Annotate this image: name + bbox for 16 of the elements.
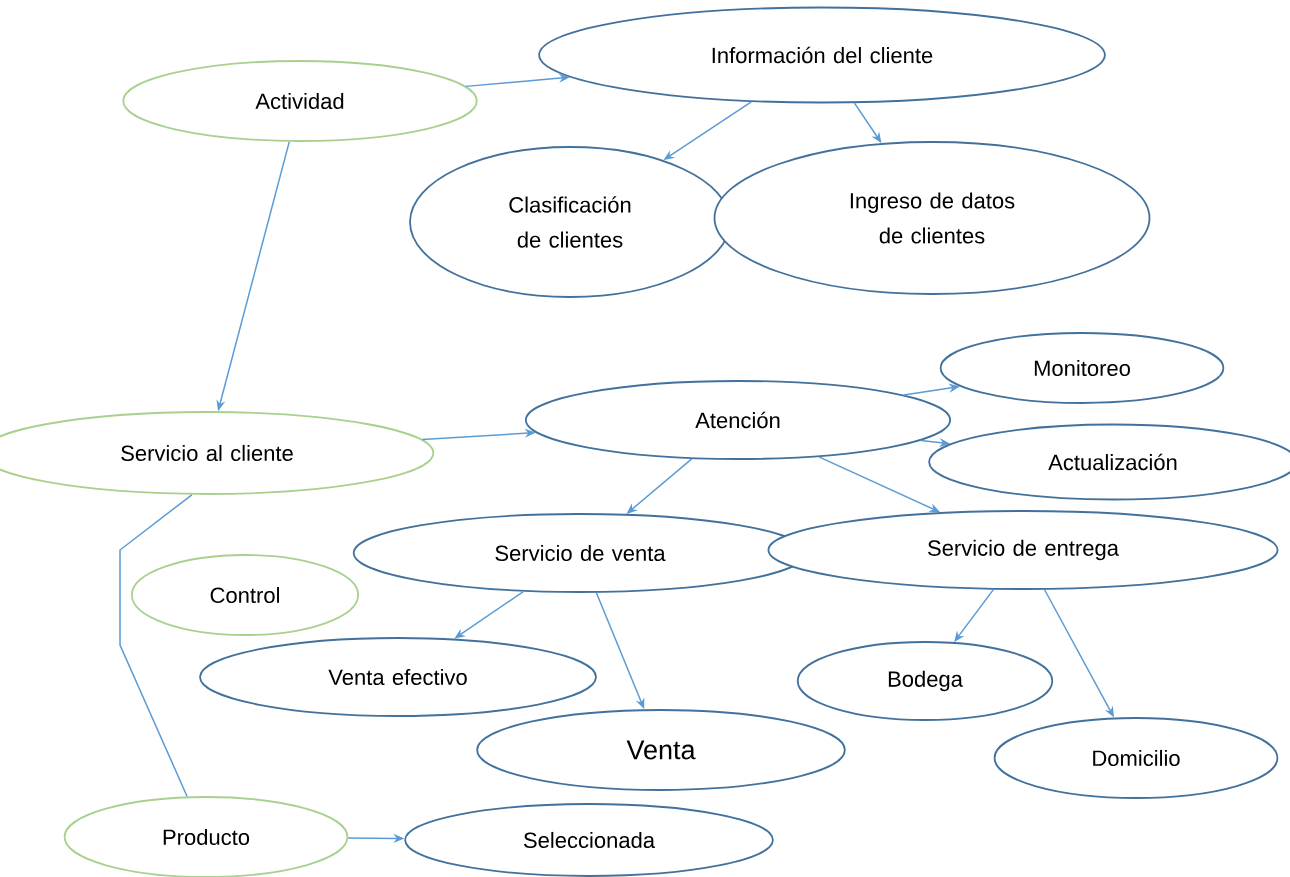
oval: Servicio de venta bbox=[352, 513, 808, 593]
oval: Domicilio bbox=[993, 717, 1279, 799]
oval: Seleccionada bbox=[404, 803, 774, 877]
oval: Información del cliente bbox=[538, 6, 1106, 104]
oval: Clasificación de clientes bbox=[409, 146, 731, 298]
oval: Atención bbox=[525, 380, 952, 460]
oval: Monitoreo bbox=[939, 332, 1225, 404]
oval: Actividad bbox=[122, 60, 478, 142]
connector-line bbox=[119, 494, 193, 798]
oval: Ingreso de datos de clientes bbox=[713, 141, 1151, 295]
node-label: Servicio de entrega bbox=[928, 539, 1119, 561]
oval: Servicio de entrega bbox=[767, 510, 1279, 590]
oval: Venta efectivo bbox=[199, 637, 597, 717]
oval: Control bbox=[130, 554, 360, 636]
oval: Venta bbox=[476, 709, 846, 791]
oval: Bodega bbox=[796, 641, 1054, 721]
